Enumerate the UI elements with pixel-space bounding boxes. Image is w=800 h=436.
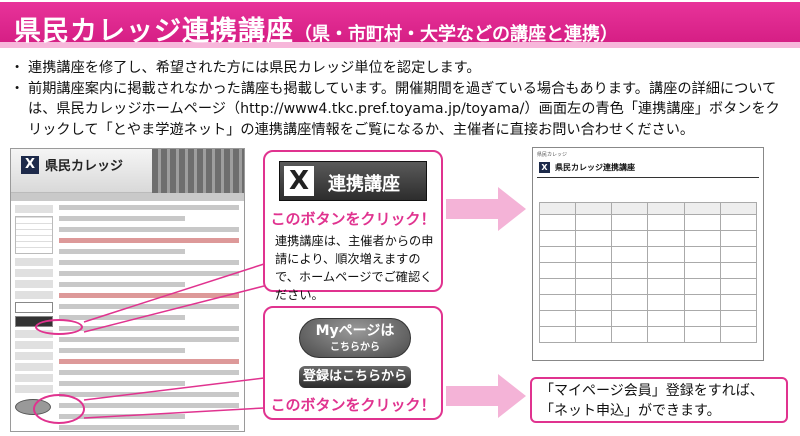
table-row[interactable] [538, 326, 758, 343]
building-photo [152, 149, 244, 193]
news-line [59, 315, 185, 320]
news-line [59, 381, 185, 386]
table-row[interactable] [538, 230, 758, 247]
register-button[interactable]: 登録はこちらから [299, 366, 411, 388]
news-line [59, 403, 239, 408]
sidebar-block [15, 269, 53, 277]
news-line [59, 425, 239, 430]
info-line1: 「マイページ会員」登録をすれば、 [540, 383, 764, 399]
news-line [59, 271, 239, 276]
news-line [59, 227, 239, 232]
college-x-logo-icon: X [284, 166, 314, 196]
sidebar-block [15, 385, 53, 393]
news-line [59, 205, 239, 210]
news-line [59, 260, 239, 265]
site-news-list [59, 205, 239, 431]
bullet-item: 連携講座を修了し、希望された方には県民カレッジ単位を認定します。 [10, 58, 794, 79]
table-header-row [538, 202, 758, 215]
table-row[interactable] [538, 310, 758, 327]
sidebar-button[interactable] [15, 302, 53, 313]
news-line [59, 216, 185, 221]
mypage-label-line1: Myページは [315, 323, 395, 339]
news-line [59, 359, 239, 364]
callout-body: 連携講座は、主催者からの申請により、順次増えますので、ホームページでご確認くださ… [275, 234, 434, 302]
info-box: 「マイページ会員」登録をすれば、 「ネット申込」ができます。 [530, 377, 788, 423]
course-table [538, 202, 758, 343]
sidebar-block [15, 341, 53, 349]
table-row[interactable] [538, 294, 758, 311]
page-title: 県民カレッジ連携講座（県・市町村・大学などの講座と連携） [14, 9, 618, 48]
table-row[interactable] [538, 246, 758, 263]
news-line [59, 238, 239, 243]
table-row[interactable] [538, 262, 758, 279]
sidebar-block [15, 205, 53, 213]
sidebar-block [15, 363, 53, 371]
college-site-screenshot: X 県民カレッジ [10, 148, 245, 432]
arrow-right-icon [446, 187, 526, 231]
college-x-logo-icon: X [21, 156, 39, 174]
renkei-page-screenshot: 県民カレッジ X 県民カレッジ連携講座 [532, 147, 764, 361]
header-banner: 県民カレッジ連携講座（県・市町村・大学などの講座と連携） [0, 2, 800, 48]
header-title-text: 県民カレッジ連携講座 [14, 16, 294, 47]
click-instruction: このボタンをクリック！ [270, 210, 436, 228]
table-row[interactable] [538, 278, 758, 295]
event-calendar [15, 216, 53, 254]
header-subtitle: （県・市町村・大学などの講座と連携） [294, 24, 618, 45]
news-line [59, 337, 239, 342]
bullet-item: 前期講座案内に掲載されなかった講座も掲載しています。開催期間を過ぎている場合もあ… [10, 79, 794, 141]
college-x-logo-icon: X [539, 162, 550, 173]
highlight-renkei-button [35, 319, 83, 335]
callout-renkei: X 連携講座 このボタンをクリック！ 連携講座は、主催者からの申請により、順次増… [263, 150, 443, 302]
callout-mypage: Myページは こちらから 登録はこちらから このボタンをクリック！ [263, 306, 443, 420]
sidebar-block [15, 258, 53, 266]
site-header: X 県民カレッジ [11, 149, 244, 193]
table-row[interactable] [538, 214, 758, 231]
page-heading: 県民カレッジ連携講座 [555, 163, 635, 172]
page-breadcrumb: 県民カレッジ [537, 152, 568, 158]
sidebar-block [15, 291, 53, 299]
renkei-button-label: 連携講座 [328, 174, 400, 195]
renkei-koza-button[interactable]: X 連携講座 [279, 161, 427, 201]
bullet-list: 連携講座を修了し、希望された方には県民カレッジ単位を認定します。 前期講座案内に… [10, 58, 794, 141]
mypage-button[interactable]: Myページは こちらから [299, 318, 411, 358]
info-line2: 「ネット申込」ができます。 [540, 403, 721, 419]
click-instruction: このボタンをクリック！ [270, 396, 436, 414]
news-line [59, 249, 185, 254]
sidebar-block [15, 374, 53, 382]
news-line [59, 326, 239, 331]
news-line [59, 282, 185, 287]
sidebar-block [15, 330, 53, 338]
site-nav-bar [11, 193, 244, 201]
sidebar-block [15, 280, 53, 288]
news-line [59, 293, 239, 298]
mypage-label-line2: こちらから [330, 342, 380, 353]
divider [537, 177, 759, 178]
news-line [59, 304, 239, 309]
site-logo-text: 県民カレッジ [45, 159, 124, 174]
arrow-right-icon [446, 374, 526, 418]
highlight-mypage-button [33, 394, 85, 424]
sidebar-block [15, 352, 53, 360]
news-line [59, 392, 239, 397]
news-line [59, 370, 239, 375]
news-line [59, 348, 185, 353]
